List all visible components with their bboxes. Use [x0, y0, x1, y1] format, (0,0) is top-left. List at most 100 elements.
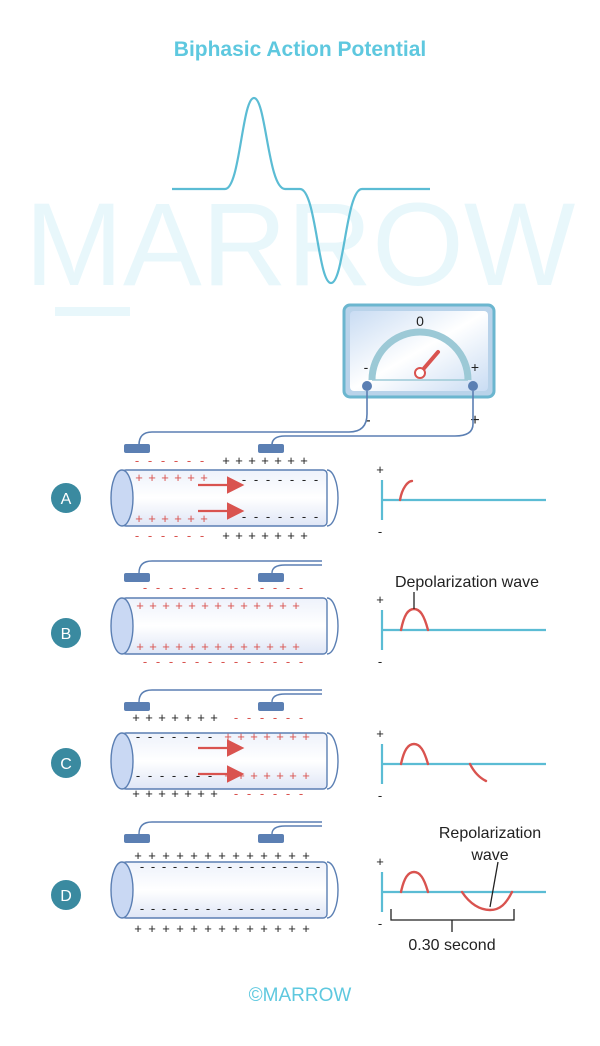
repolarization-label-2: wave [470, 847, 508, 864]
row-c-sign: + [263, 768, 271, 783]
row-d-sign: + [302, 921, 310, 936]
row-c-sign: + [302, 729, 310, 744]
row-a-sign: - [290, 472, 294, 487]
row-b-sign: + [279, 598, 287, 613]
row-d-sign: + [260, 848, 268, 863]
rows-layer: ------+++++++++++++-------++++++--------… [51, 444, 546, 936]
row-a-sign: - [200, 528, 204, 543]
row-b-sign: - [195, 580, 199, 595]
row-d-sign: - [283, 901, 287, 916]
row-a-sign: + [222, 453, 230, 468]
row-a-sign: + [200, 511, 208, 526]
row-b-sign: + [175, 598, 183, 613]
row-a-sign: - [174, 528, 178, 543]
row-c-sign: + [145, 710, 153, 725]
row-a-sign: - [278, 509, 282, 524]
row-a-sign: + [161, 470, 169, 485]
row-a-sign: + [261, 528, 269, 543]
row-d-sign: - [140, 901, 144, 916]
page-title: Biphasic Action Potential [173, 38, 427, 61]
row-b-sign: - [273, 654, 277, 669]
row-a-electrode-right [258, 444, 284, 453]
row-d-electrode-left [124, 834, 150, 843]
row-c-sign: - [234, 710, 238, 725]
row-c-sign: - [247, 710, 251, 725]
row-a-wave [398, 479, 414, 502]
row-d-sign: - [283, 859, 287, 874]
row-c-sign: + [145, 786, 153, 801]
row-a-sign: - [135, 453, 139, 468]
row-b-sign: + [149, 598, 157, 613]
row-c-sign: - [148, 768, 152, 783]
meter-minus-label: - [364, 359, 369, 375]
row-d-sign: - [173, 901, 177, 916]
row-b-sign: + [279, 639, 287, 654]
row-d-wave-up [399, 870, 430, 894]
row-b-sign: - [260, 580, 264, 595]
row-d-wave-down [460, 890, 514, 912]
row-d-sign: - [195, 859, 199, 874]
row-c-sign: + [224, 768, 232, 783]
row-b-sign: - [299, 654, 303, 669]
row-d-fiber-cap [110, 861, 134, 919]
meter-plus-label: + [471, 359, 479, 375]
row-c-sign: - [160, 768, 164, 783]
row-d-lead-right [271, 825, 322, 835]
row-c-sign: - [184, 768, 188, 783]
row-d-sign: + [204, 848, 212, 863]
row-d-sign: - [173, 859, 177, 874]
row-d-sign: + [134, 921, 142, 936]
row-a-sign: - [242, 472, 246, 487]
row-a-sign: - [200, 453, 204, 468]
row-d-sign: - [206, 901, 210, 916]
row-c-electrode-right [258, 702, 284, 711]
row-c-sign: + [289, 729, 297, 744]
row-d-sign: - [294, 859, 298, 874]
row-c-sign: - [299, 710, 303, 725]
row-a-sign: - [174, 453, 178, 468]
row-d-sign: + [204, 921, 212, 936]
row-b-sign: - [156, 654, 160, 669]
row-b-electrode-right [258, 573, 284, 582]
row-a-sign: + [187, 470, 195, 485]
row-c-sign: + [276, 729, 284, 744]
row-a-sign: - [135, 528, 139, 543]
row-d-electrode-right [258, 834, 284, 843]
row-b-sign: + [149, 639, 157, 654]
row-a-sign: + [274, 453, 282, 468]
row-c-sign: + [171, 710, 179, 725]
watermark-text: MARROW [25, 179, 576, 311]
row-b-sign: - [273, 580, 277, 595]
row-a-sign: + [274, 528, 282, 543]
row-b-sign: - [208, 580, 212, 595]
row-d-sign: - [184, 901, 188, 916]
row-a-sign: + [148, 511, 156, 526]
row-d-sign: - [140, 859, 144, 874]
row-b-sign: - [156, 580, 160, 595]
row-d-sign: + [148, 848, 156, 863]
row-b-badge-letter: B [61, 626, 72, 643]
row-a-sign: - [187, 453, 191, 468]
row-a-fiber-end [326, 469, 339, 527]
row-a-sign: + [135, 470, 143, 485]
row-a-sign: + [135, 511, 143, 526]
row-d-badge-letter: D [60, 888, 72, 905]
row-b-sign: - [195, 654, 199, 669]
row-b-sign: - [182, 654, 186, 669]
row-c-sign: - [196, 729, 200, 744]
row-c-sign: - [273, 710, 277, 725]
row-d-sign: + [162, 921, 170, 936]
row-b-lead-left [138, 560, 322, 574]
row-d-sign: + [246, 848, 254, 863]
row-b-sign: - [169, 654, 173, 669]
row-c-wave-down [468, 762, 488, 783]
row-a-sign: + [222, 528, 230, 543]
row-a-badge-letter: A [61, 491, 72, 508]
row-d-sign: - [305, 859, 309, 874]
row-d-sign: - [239, 859, 243, 874]
row-c-sign: + [250, 729, 258, 744]
row-c-wave-up [399, 742, 430, 766]
row-d-sign: + [176, 848, 184, 863]
row-a-sign: - [290, 509, 294, 524]
lead-wire-positive [271, 391, 474, 446]
